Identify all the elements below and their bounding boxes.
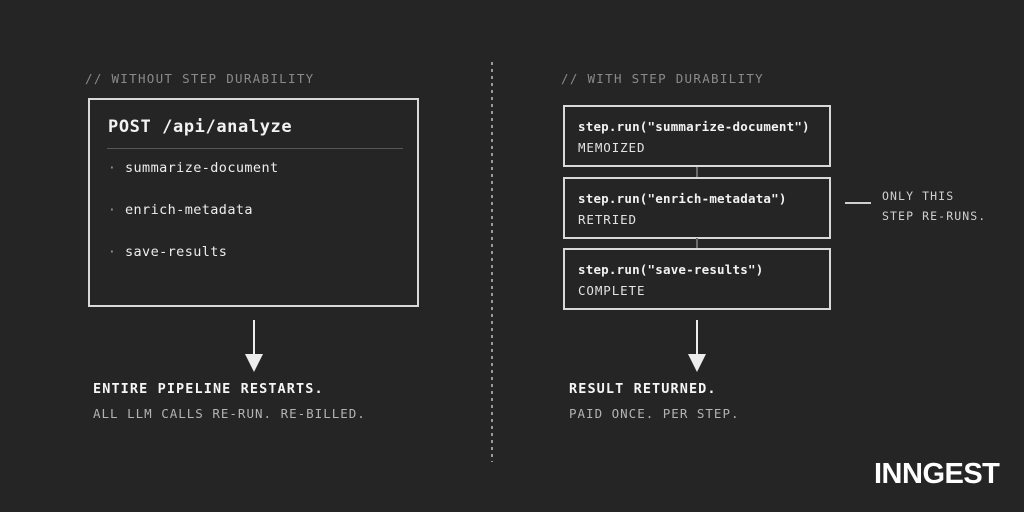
list-item-label: save-results (125, 244, 228, 260)
arrow-head (245, 354, 263, 372)
step-card-save-results: step.run("save-results") COMPLETE (563, 248, 831, 310)
bullet-icon: · (108, 245, 117, 260)
bullet-icon: · (108, 203, 117, 218)
caption-right-primary: RESULT RETURNED. (569, 381, 717, 397)
step-call-label: step.run("save-results") (578, 262, 764, 277)
step-card-summarize-document: step.run("summarize-document") MEMOIZED (563, 105, 831, 167)
caption-left-primary: ENTIRE PIPELINE RESTARTS. (93, 381, 324, 397)
arrow-shaft (253, 320, 255, 356)
callout-line-2: STEP RE-RUNS. (882, 209, 987, 223)
step-connector (696, 238, 698, 248)
arrow-head (688, 354, 706, 372)
step-call-label: step.run("enrich-metadata") (578, 191, 787, 206)
bullet-icon: · (108, 161, 117, 176)
step-card-enrich-metadata: step.run("enrich-metadata") RETRIED (563, 177, 831, 239)
list-item: · summarize-document (108, 160, 402, 202)
inngest-logo: INNGEST (874, 458, 1000, 490)
status-badge: RETRIED (578, 212, 637, 227)
section-header-without-durability: // WITHOUT STEP DURABILITY (85, 71, 315, 86)
vertical-dotted-divider (491, 62, 493, 462)
status-badge: MEMOIZED (578, 140, 646, 155)
list-item: · enrich-metadata (108, 202, 402, 244)
pipeline-step-list: · summarize-document · enrich-metadata ·… (108, 160, 402, 286)
pipeline-title: POST /api/analyze (108, 117, 293, 137)
pipeline-card: POST /api/analyze · summarize-document ·… (88, 98, 419, 307)
caption-right: RESULT RETURNED. PAID ONCE. PER STEP. (569, 381, 740, 421)
list-item-label: enrich-metadata (125, 202, 253, 218)
caption-left: ENTIRE PIPELINE RESTARTS. ALL LLM CALLS … (93, 381, 366, 421)
callout-leader-line (845, 202, 871, 204)
callout-line-1: ONLY THIS (882, 189, 955, 203)
callout-annotation: ONLY THIS STEP RE-RUNS. (882, 186, 986, 226)
caption-left-secondary: ALL LLM CALLS RE-RUN. RE-BILLED. (93, 406, 366, 421)
list-item-label: summarize-document (125, 160, 279, 176)
step-connector (696, 167, 698, 177)
arrow-shaft (696, 320, 698, 356)
section-header-with-durability: // WITH STEP DURABILITY (561, 71, 764, 86)
status-badge: COMPLETE (578, 283, 646, 298)
step-call-label: step.run("summarize-document") (578, 119, 810, 134)
pipeline-title-divider (107, 148, 403, 149)
caption-right-secondary: PAID ONCE. PER STEP. (569, 406, 740, 421)
list-item: · save-results (108, 244, 402, 286)
